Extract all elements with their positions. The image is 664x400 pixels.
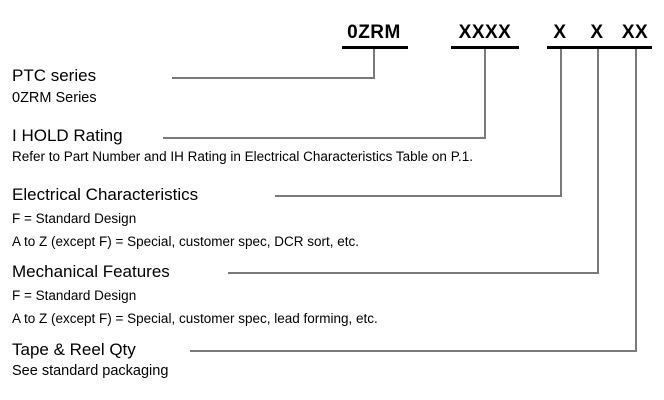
segment-ihold-underline [451, 46, 519, 49]
leader-electrical-horizontal [275, 195, 562, 197]
leader-ihold-horizontal [163, 137, 486, 139]
leader-tape-reel-vertical [635, 49, 637, 352]
callout-ptc-series-line-1: 0ZRM Series [12, 90, 97, 106]
leader-tape-reel-horizontal [190, 350, 637, 352]
callout-mechanical-line-1: F = Standard Design [12, 288, 137, 303]
segment-electrical: X [553, 22, 567, 43]
leader-series-horizontal [172, 77, 375, 79]
leader-electrical-vertical [560, 49, 562, 197]
segment-series-underline [342, 46, 408, 49]
segment-series: 0ZRM [347, 22, 401, 43]
callout-electrical-line-2: A to Z (except F) = Special, customer sp… [12, 234, 359, 249]
callout-tape-reel-line-1: See standard packaging [12, 363, 169, 379]
segment-tape-reel: XX [621, 22, 649, 43]
callout-electrical-line-1: F = Standard Design [12, 211, 137, 226]
callout-ihold-line-1: Refer to Part Number and IH Rating in El… [12, 149, 473, 164]
segment-mechanical: X [590, 22, 604, 43]
leader-mechanical-vertical [597, 49, 599, 274]
callout-tape-reel-heading: Tape & Reel Qty [12, 340, 136, 359]
callout-ihold-heading: I HOLD Rating [12, 126, 123, 145]
segment-suffix-underline [547, 46, 652, 49]
segment-ihold: XXXX [458, 22, 512, 43]
callout-electrical-heading: Electrical Characteristics [12, 185, 199, 204]
callout-mechanical-line-2: A to Z (except F) = Special, customer sp… [12, 311, 378, 326]
callout-mechanical-heading: Mechanical Features [12, 262, 170, 281]
leader-series-vertical [373, 49, 375, 78]
leader-ihold-vertical [484, 49, 486, 138]
leader-mechanical-horizontal [228, 272, 599, 274]
callout-ptc-series-heading: PTC series [12, 66, 97, 85]
